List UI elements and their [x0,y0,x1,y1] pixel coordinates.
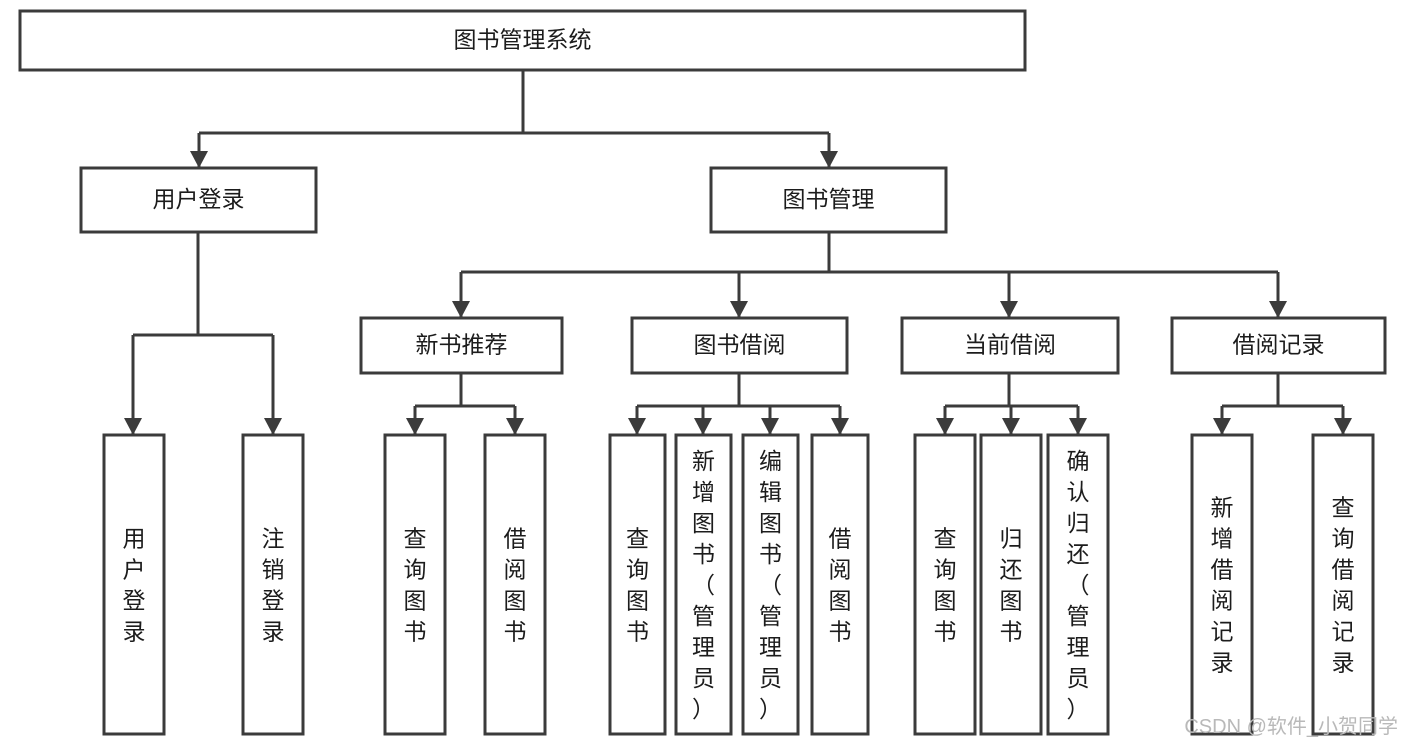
node-label-leaf-add-book-admin: 新增图书（管理员） [692,448,715,722]
node-label-leaf-add-borrow-record: 新增借阅记录 [1211,495,1234,676]
node-leaf-user-login[interactable]: 用户登录 [102,433,166,736]
node-leaf-borrow-book-recommend[interactable]: 借阅图书 [483,433,547,736]
node-box-leaf-query-book-current[interactable] [913,433,977,736]
node-leaf-confirm-return-admin[interactable]: 确认归还（管理员） [1046,433,1110,736]
node-label-leaf-edit-book-admin: 编辑图书（管理员） [759,448,782,722]
node-leaf-query-book-recommend[interactable]: 查询图书 [383,433,447,736]
node-leaf-query-book-borrow[interactable]: 查询图书 [608,433,667,736]
node-box-user-login[interactable] [79,166,318,234]
node-label-leaf-user-login: 用户登录 [123,526,146,645]
node-leaf-query-borrow-record[interactable]: 查询借阅记录 [1311,433,1375,736]
csdn-watermark: CSDN @软件_小贺同学 [1184,715,1398,738]
connector-current-to-leaves [936,373,1087,435]
node-label-borrow-record: 借阅记录 [1233,332,1325,358]
node-user-login[interactable]: 用户登录 [79,166,318,234]
arrow-head-icon [124,418,142,435]
node-box-leaf-user-login[interactable] [102,433,166,736]
node-box-leaf-borrow-book-recommend[interactable] [483,433,547,736]
arrow-head-icon [406,418,424,435]
arrow-head-icon [452,301,470,318]
node-box-borrow-record[interactable] [1170,316,1387,375]
node-leaf-borrow-book[interactable]: 借阅图书 [810,433,870,736]
node-root[interactable]: 图书管理系统 [18,9,1027,72]
arrow-head-icon [694,418,712,435]
arrow-head-icon [628,418,646,435]
connector-record-to-leaves [1213,373,1352,435]
node-book-borrow[interactable]: 图书借阅 [630,316,849,375]
nodes-layer: 图书管理系统用户登录图书管理新书推荐图书借阅当前借阅借阅记录用户登录注销登录查询… [18,9,1387,736]
node-box-leaf-query-book-recommend[interactable] [383,433,447,736]
node-borrow-record[interactable]: 借阅记录 [1170,316,1387,375]
node-box-book-management[interactable] [709,166,948,234]
node-label-leaf-query-borrow-record: 查询借阅记录 [1332,495,1355,676]
arrow-head-icon [831,418,849,435]
arrow-head-icon [761,418,779,435]
node-box-leaf-query-borrow-record[interactable] [1311,433,1375,736]
node-leaf-logout-login[interactable]: 注销登录 [241,433,305,736]
node-book-management[interactable]: 图书管理 [709,166,948,234]
arrow-head-icon [1002,418,1020,435]
arrow-head-icon [936,418,954,435]
node-current-borrow[interactable]: 当前借阅 [900,316,1120,375]
connector-borrow-to-leaves [628,373,849,435]
arrow-head-icon [730,301,748,318]
node-label-leaf-query-book-current: 查询图书 [934,526,957,645]
node-leaf-return-book[interactable]: 归还图书 [979,433,1043,736]
node-box-leaf-edit-book-admin[interactable] [741,433,800,736]
node-leaf-edit-book-admin[interactable]: 编辑图书（管理员） [741,433,800,736]
node-box-root[interactable] [18,9,1027,72]
node-label-user-login: 用户登录 [153,186,245,212]
arrow-head-icon [190,151,208,168]
node-box-current-borrow[interactable] [900,316,1120,375]
node-label-current-borrow: 当前借阅 [964,332,1056,358]
node-label-leaf-borrow-book-recommend: 借阅图书 [504,526,527,645]
arrow-head-icon [1000,301,1018,318]
node-box-leaf-confirm-return-admin[interactable] [1046,433,1110,736]
node-label-leaf-query-book-borrow: 查询图书 [626,526,649,645]
node-label-leaf-borrow-book: 借阅图书 [829,526,852,645]
node-label-leaf-return-book: 归还图书 [1000,526,1023,645]
node-label-root: 图书管理系统 [454,27,592,53]
node-label-leaf-logout-login: 注销登录 [262,526,285,645]
node-label-leaf-query-book-recommend: 查询图书 [404,526,427,645]
node-box-leaf-query-book-borrow[interactable] [608,433,667,736]
node-label-leaf-confirm-return-admin: 确认归还（管理员） [1067,448,1090,722]
arrow-head-icon [264,418,282,435]
connectors-layer [124,70,1352,435]
arrow-head-icon [1269,301,1287,318]
node-label-book-borrow: 图书借阅 [694,332,786,358]
arrow-head-icon [1069,418,1087,435]
node-box-leaf-add-borrow-record[interactable] [1190,433,1254,736]
connector-root-to-level2 [190,70,838,168]
node-box-leaf-add-book-admin[interactable] [674,433,733,736]
node-box-new-book-recommend[interactable] [359,316,564,375]
node-leaf-query-book-current[interactable]: 查询图书 [913,433,977,736]
connector-recommend-to-leaves [406,373,524,435]
node-new-book-recommend[interactable]: 新书推荐 [359,316,564,375]
node-box-leaf-return-book[interactable] [979,433,1043,736]
node-box-leaf-logout-login[interactable] [241,433,305,736]
node-box-leaf-borrow-book[interactable] [810,433,870,736]
node-box-book-borrow[interactable] [630,316,849,375]
node-leaf-add-borrow-record[interactable]: 新增借阅记录 [1190,433,1254,736]
arrow-head-icon [1334,418,1352,435]
arrow-head-icon [820,151,838,168]
node-leaf-add-book-admin[interactable]: 新增图书（管理员） [674,433,733,736]
node-label-new-book-recommend: 新书推荐 [416,332,508,358]
connector-book-management-to-level3 [452,232,1287,318]
arrow-head-icon [1213,418,1231,435]
connector-user-login-to-leaves [124,232,282,435]
arrow-head-icon [506,418,524,435]
node-label-book-management: 图书管理 [783,186,875,212]
